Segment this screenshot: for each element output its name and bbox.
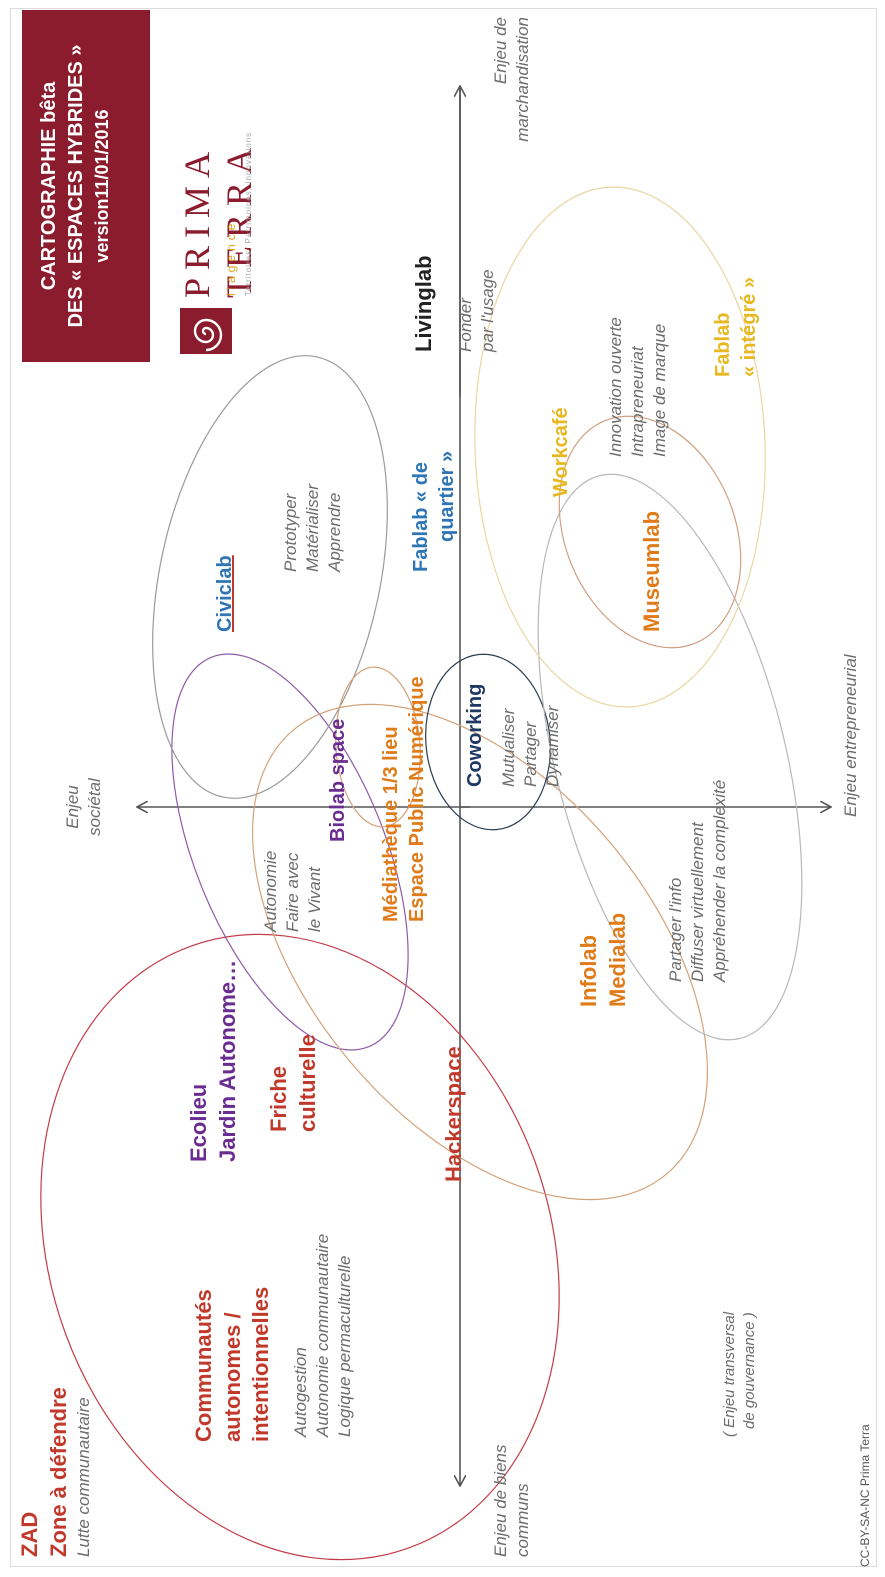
spiral-logo-icon [180,308,232,354]
hackerspace-ellipse [252,703,708,1201]
mediatheque-line-1: Médiathèque 1/3 lieu [380,726,402,922]
gouvernance-note: ( Enjeu transversal de gouvernance ) [720,1312,759,1437]
infolab-desc-3: Appréhender la complexité [710,779,730,982]
civiclab-desc: Prototyper Matérialiser Apprendre [280,484,346,572]
axis-label-bottom: Enjeu entrepreneurial [841,654,860,817]
friche-line-1: Friche [266,1065,291,1132]
infolab-line-1: Infolab [576,934,601,1007]
autonomie-desc-1: Autonomie [261,850,280,932]
coworking-label: Coworking [464,683,486,787]
title-line-3: version11/01/2016 [92,109,112,263]
innovation-desc-1: Innovation ouverte [606,317,625,457]
civiclab-desc-2: Matérialiser [303,484,323,572]
coworking-desc-2: Partager [521,721,541,787]
museumlab-ellipse [558,415,742,649]
logo-subtitle: l'agence [224,219,238,296]
fablab-quartier-line-1: Fablab « de [410,461,432,572]
communautes-label: Communautés autonomes / intentionnelles [190,1287,276,1442]
communautes-desc: Autogestion Autonomie communautaire Logi… [290,1234,356,1437]
innovation-desc-3: Image de marque [650,323,670,457]
infolab-ellipse [537,473,803,1041]
livinglab-ellipse [474,186,766,708]
logo-tagline: Territoires, Patrimoines, Innovations [244,131,253,296]
axis-label-right: Enjeu de marchandisation [491,17,533,142]
communautes-line-1: Communautés [191,1289,216,1442]
livinglab-label: Livinglab [411,255,436,352]
friche-line-2: culturelle [294,1034,320,1132]
museumlab-label: Museumlab [639,510,664,632]
hackerspace-label: Hackerspace [441,1046,466,1182]
infolab-line-2: Medialab [604,912,630,1007]
mediatheque-ellipse [335,666,421,828]
zad-subtitle: Zone à défendre [45,1387,71,1557]
title-line-1: CARTOGRAPHIE bêta [38,81,60,291]
gouvernance-line-1: ( Enjeu transversal [721,1311,738,1437]
autonomie-desc-3: le Vivant [305,867,325,932]
communautes-line-2: autonomes / [219,1312,245,1442]
infolab-desc-1: Partager l'info [666,877,685,982]
ecolieu-line-1: Ecolieu [186,1083,211,1162]
autonomie-desc-2: Faire avec [283,852,303,932]
civiclab-label: Civiclab [214,555,236,632]
license-text: CC-BY-SA-NC Prima Terra [858,1424,872,1567]
title-banner: CARTOGRAPHIE bêta DES « ESPACES HYBRIDES… [22,10,150,362]
fablab-integre-label: Fablab « intégré » [710,277,762,377]
fablab-quartier-line-2: quartier » [436,450,458,542]
coworking-desc: Mutualiser Partager Dynamiser [498,706,564,787]
communautes-desc-3: Logique permaculturelle [335,1255,355,1437]
coworking-desc-1: Mutualiser [499,708,518,787]
infolab-desc: Partager l'info Diffuser virtuellement A… [665,780,731,982]
autonomie-desc: Autonomie Faire avec le Vivant [260,851,326,932]
innovation-desc-2: Intrapreneuriat [628,346,648,457]
ecolieu-label: Ecolieu Jardin Autonome… [185,960,242,1162]
axis-label-left: Enjeu de biens communs [491,1444,533,1557]
prima-terra-logo: PRIMA TERRA l'agence Territoires, Patrim… [160,10,280,362]
zad-desc: Lutte communautaire [74,1397,94,1557]
gouvernance-line-2: de gouvernance ) [740,1312,758,1429]
coworking-desc-3: Dynamiser [543,705,563,787]
coworking-ellipse [425,653,551,831]
livinglab-desc-2: par l'usage [478,269,498,352]
fablab-integre-line-1: Fablab [712,312,734,377]
zad-label: ZAD Zone à défendre Lutte communautaire [16,1387,95,1557]
communautes-line-3: intentionnelles [248,1286,274,1442]
zad-title: ZAD [17,1511,42,1557]
innovation-desc: Innovation ouverte Intrapreneuriat Image… [605,317,671,457]
fablab-quartier-label: Fablab « de quartier » [408,451,460,572]
livinglab-desc-1: Fonder [456,298,475,352]
infolab-desc-2: Diffuser virtuellement [688,822,708,982]
title-line-2: DES « ESPACES HYBRIDES » [65,44,87,328]
infolab-label: Infolab Medialab [575,913,632,1007]
mediatheque-label: Médiathèque 1/3 lieu Espace Public Numér… [378,676,430,922]
fablab-integre-line-2: « intégré » [738,276,760,377]
ecolieu-ellipse [171,653,409,1051]
workcafe-label: Workcafé [550,407,572,497]
civiclab-desc-1: Prototyper [281,493,300,572]
communautes-desc-2: Autonomie communautaire [313,1233,333,1437]
ecolieu-line-2: Jardin Autonome… [214,959,240,1162]
civiclab-desc-3: Apprendre [325,492,345,572]
communautes-desc-1: Autogestion [291,1347,310,1437]
zad-ellipse [40,933,560,1561]
livinglab-desc: Fonder par l'usage [455,269,499,352]
civiclab-ellipse [152,355,388,799]
biolab-label: Biolab space [327,718,349,842]
friche-label: Friche culturelle [265,1034,322,1132]
axis-label-top: Enjeu sociétal [63,778,105,836]
mediatheque-line-2: Espace Public Numérique [406,676,428,922]
